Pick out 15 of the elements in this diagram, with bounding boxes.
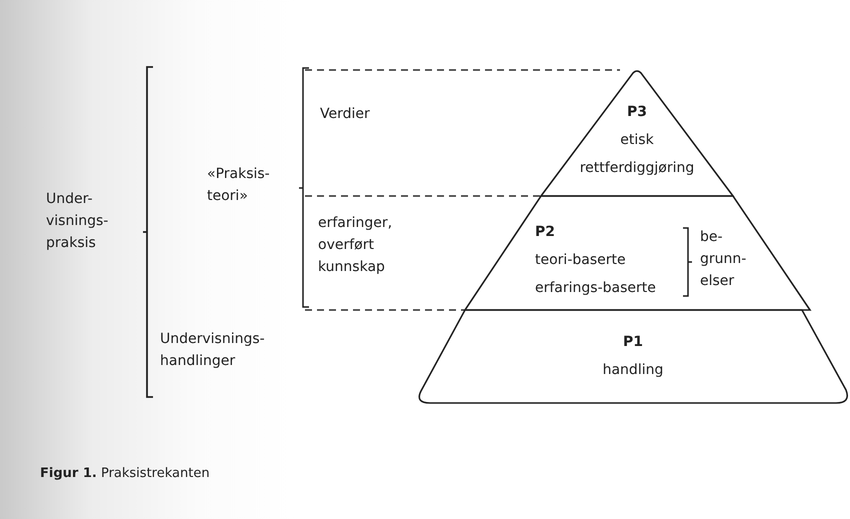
level-text: etisk <box>619 131 655 150</box>
level-text: erfarings-baserte <box>535 279 656 298</box>
level-text: rettferdiggjøring <box>578 159 696 178</box>
level-text: teori-baserte <box>535 251 626 270</box>
level-title: P1 <box>622 333 644 352</box>
level-text: handling <box>602 361 664 380</box>
level-title: P2 <box>535 223 556 242</box>
level-title: P3 <box>626 103 648 122</box>
annotation-text: erfaringer, overført kunnskap <box>318 214 392 277</box>
figure-caption: Figur 1. Praksistrekanten <box>40 466 210 481</box>
annotation-text: be- grunn- elser <box>700 228 746 291</box>
annotation-text: Verdier <box>320 105 370 124</box>
annotation-text: «Praksis- teori» <box>207 165 270 206</box>
annotation-text: Under- visnings- praksis <box>46 190 108 253</box>
annotation-text: Undervisnings- handlinger <box>160 330 265 371</box>
